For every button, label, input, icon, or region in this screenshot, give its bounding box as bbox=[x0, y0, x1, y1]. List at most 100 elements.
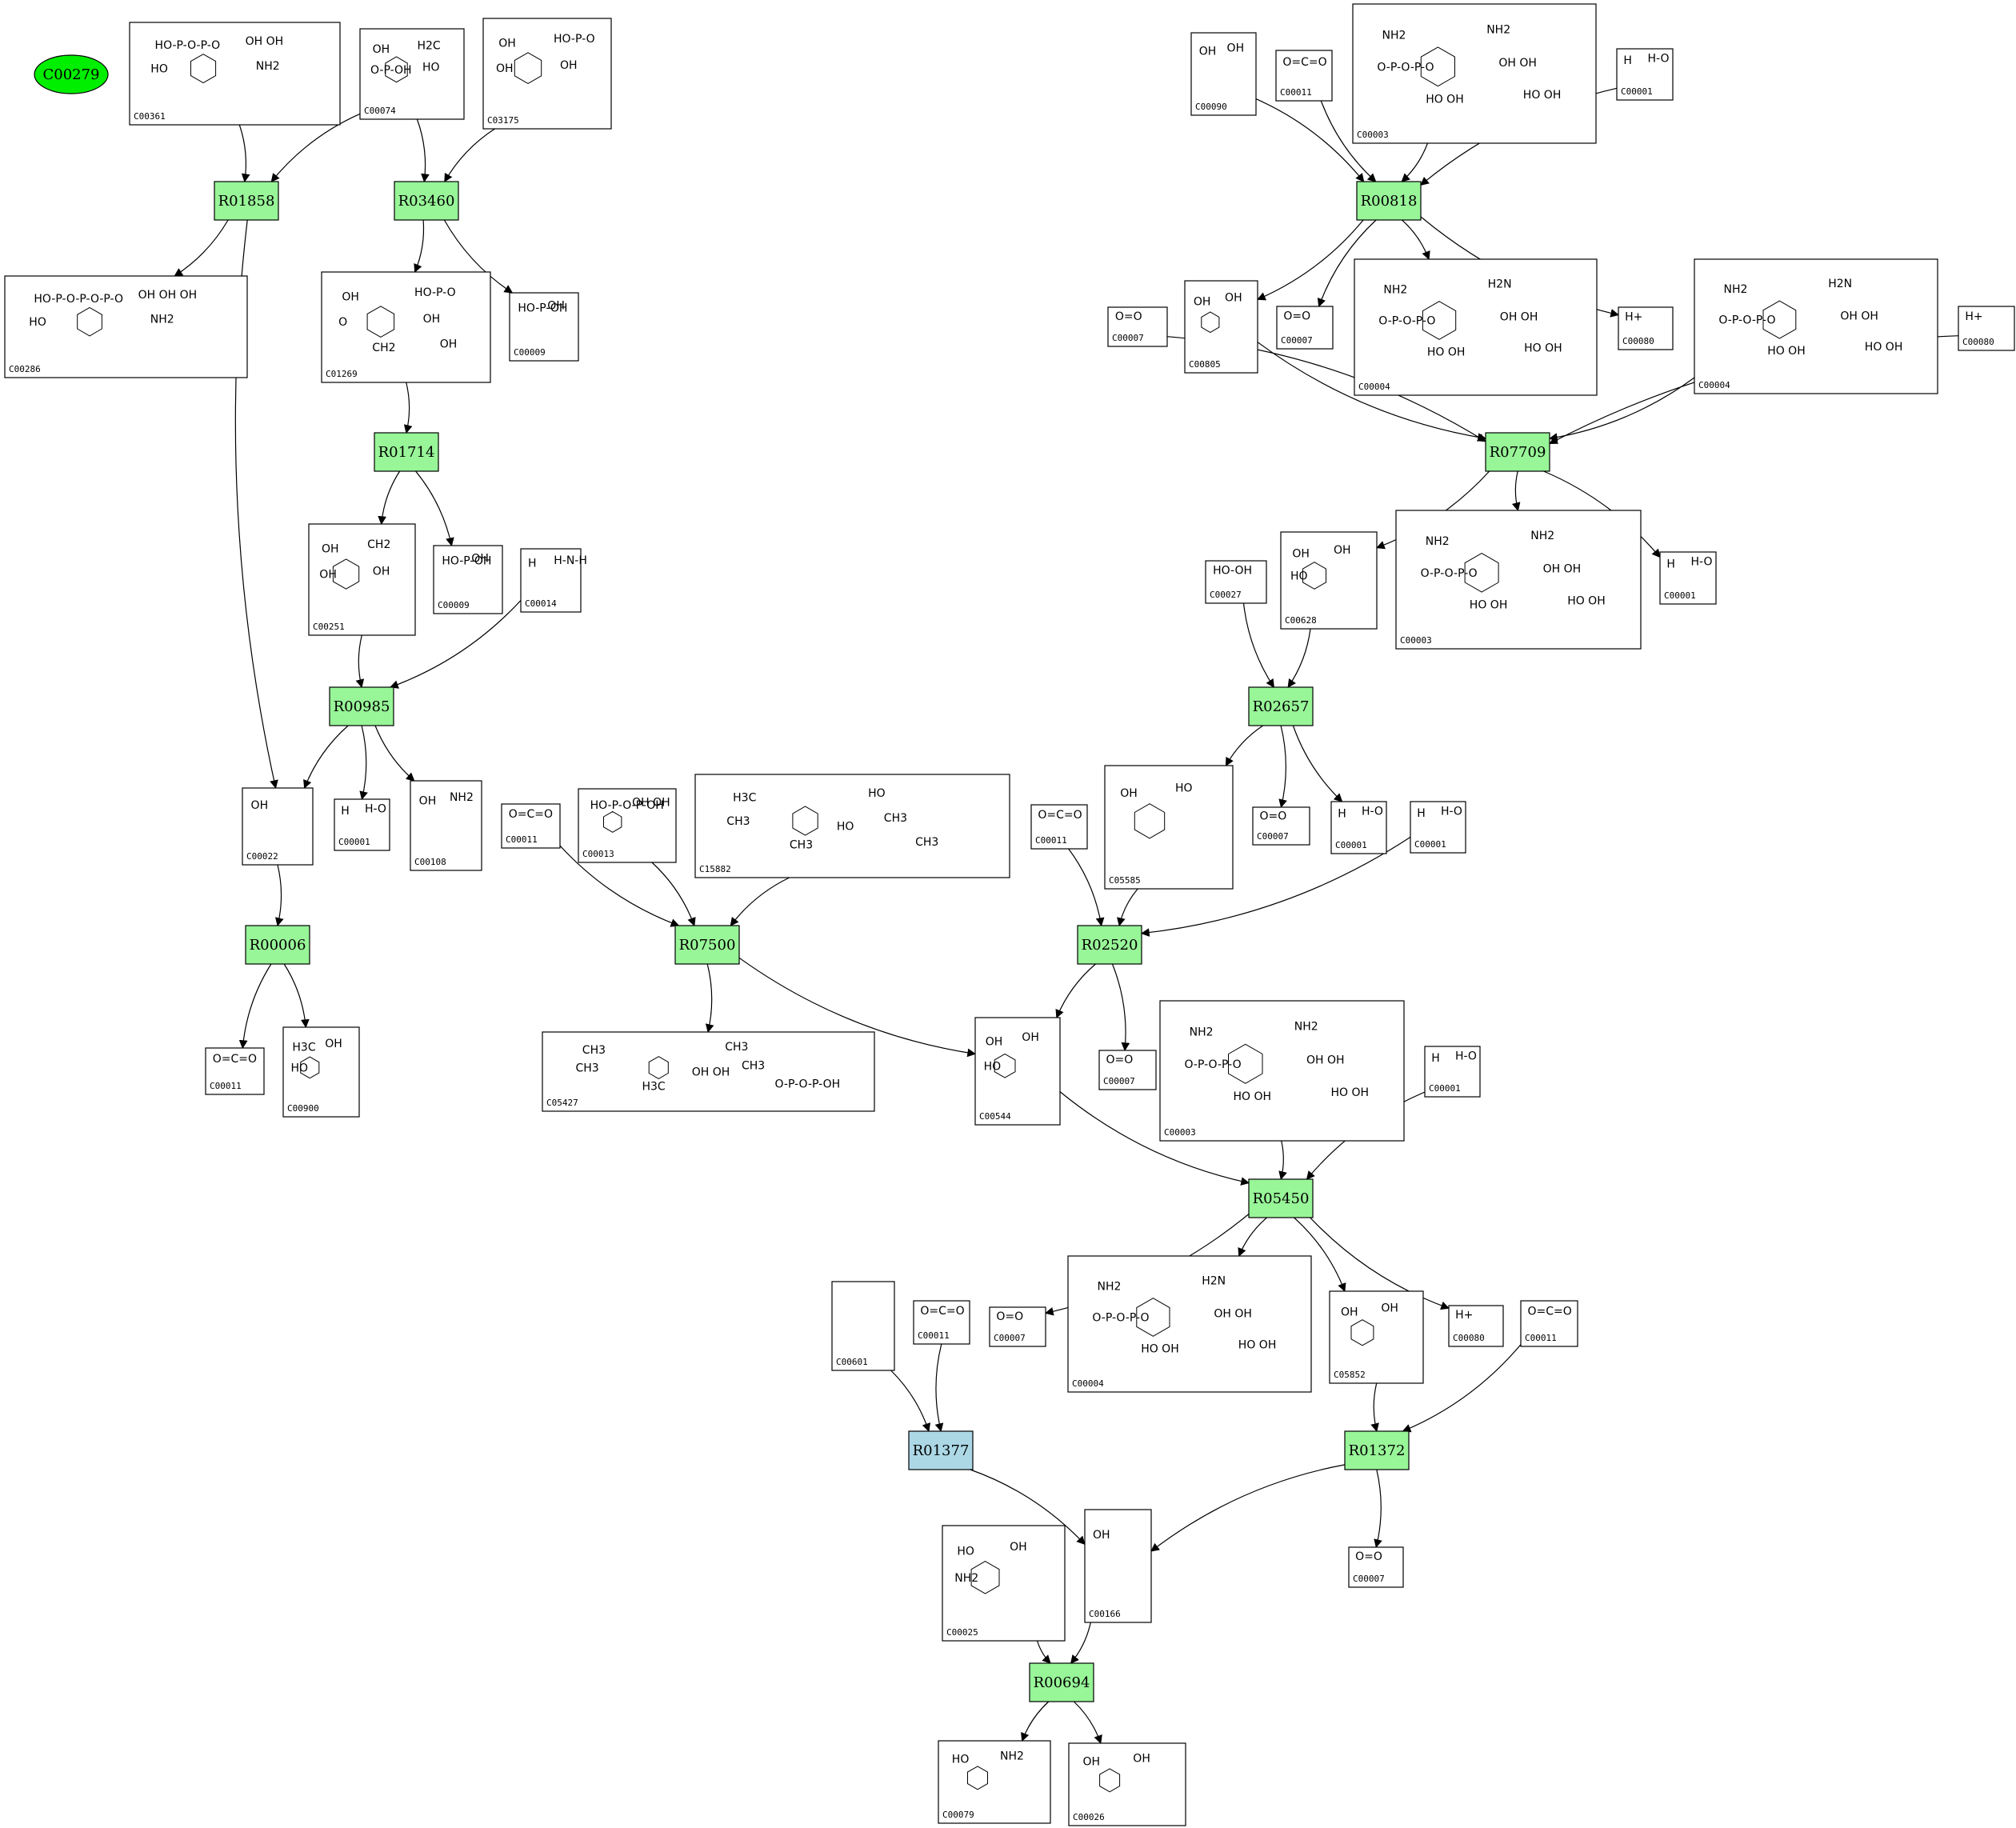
reaction-R00006[interactable]: R00006 bbox=[245, 925, 310, 965]
compound-box bbox=[1616, 48, 1674, 101]
formula-fragment: OH OH bbox=[632, 797, 670, 810]
reaction-R01377[interactable]: R01377 bbox=[908, 1430, 974, 1470]
reaction-R01714[interactable]: R01714 bbox=[374, 432, 439, 472]
reaction-id: R03460 bbox=[398, 193, 455, 210]
compound-C00080[interactable]: H+C00080 bbox=[1958, 306, 2015, 351]
edge-R00006-to-C00011 bbox=[238, 963, 272, 1050]
compound-C00080[interactable]: H+C00080 bbox=[1618, 306, 1674, 350]
formula-fragment: H bbox=[1623, 54, 1632, 67]
formula-fragment: CH3 bbox=[576, 1062, 599, 1075]
edge-R00985-to-C00022 bbox=[303, 725, 349, 790]
reaction-R00694[interactable]: R00694 bbox=[1029, 1662, 1094, 1702]
compound-C00601[interactable]: C00601 bbox=[831, 1281, 895, 1371]
reaction-R02657[interactable]: R02657 bbox=[1248, 686, 1314, 726]
start-compound[interactable]: C00279 bbox=[34, 54, 109, 94]
reaction-R02520[interactable]: R02520 bbox=[1077, 925, 1142, 965]
compound-id: C00025 bbox=[946, 1627, 978, 1638]
reaction-R03460[interactable]: R03460 bbox=[394, 181, 459, 221]
formula-fragment: H bbox=[528, 557, 537, 570]
edge-C00025-to-R00694 bbox=[1037, 1640, 1051, 1664]
formula-fragment: HO-P-O bbox=[414, 286, 456, 299]
ring-structure bbox=[1350, 1319, 1374, 1346]
reaction-R00985[interactable]: R00985 bbox=[329, 686, 394, 726]
formula-fragment: H bbox=[1431, 1052, 1440, 1065]
compound-id: C00074 bbox=[364, 106, 396, 116]
reaction-R05450[interactable]: R05450 bbox=[1248, 1178, 1314, 1218]
reaction-box bbox=[214, 181, 279, 221]
reaction-box bbox=[1485, 432, 1550, 472]
compound-id: C00079 bbox=[942, 1810, 974, 1820]
formula-fragment: HO bbox=[150, 63, 168, 76]
formula-fragment: O-P-O-P-O bbox=[1378, 315, 1435, 328]
compound-box bbox=[129, 22, 341, 126]
compound-id: C00544 bbox=[979, 1111, 1011, 1122]
edge-R03460-to-C00009 bbox=[443, 219, 514, 294]
reaction-id: R02520 bbox=[1082, 937, 1138, 954]
reaction-R00818[interactable]: R00818 bbox=[1356, 181, 1422, 221]
formula-fragment: H+ bbox=[1625, 311, 1642, 324]
formula-fragment: HO OH bbox=[1238, 1339, 1277, 1352]
reaction-R07709[interactable]: R07709 bbox=[1485, 432, 1550, 472]
reaction-R01372[interactable]: R01372 bbox=[1344, 1430, 1410, 1470]
formula-fragment: CH3 bbox=[790, 839, 813, 852]
reaction-R01858[interactable]: R01858 bbox=[214, 181, 279, 221]
compound-C00080[interactable]: H+C00080 bbox=[1448, 1305, 1504, 1347]
formula-fragment: O-P-O-P-O bbox=[1377, 61, 1434, 74]
reaction-R07500[interactable]: R07500 bbox=[674, 925, 740, 965]
formula-fragment: H-O bbox=[1455, 1050, 1477, 1062]
reaction-id: R01372 bbox=[1349, 1442, 1406, 1459]
compound-id: C00001 bbox=[1414, 839, 1446, 850]
formula-fragment: HO bbox=[952, 1754, 970, 1766]
